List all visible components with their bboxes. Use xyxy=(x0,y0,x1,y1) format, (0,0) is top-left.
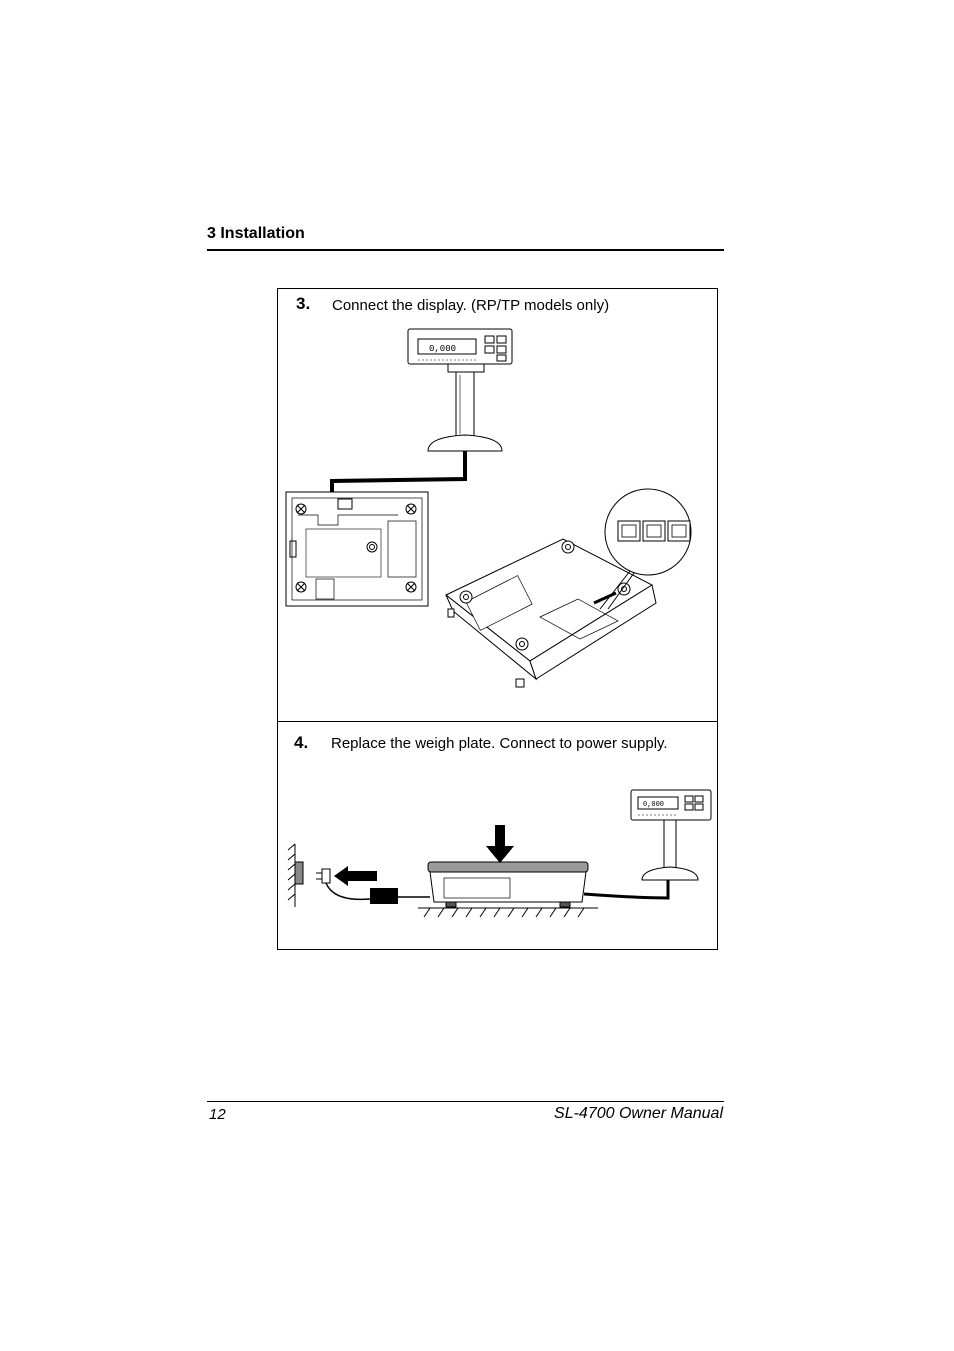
scale-underside-plan xyxy=(285,491,429,607)
wall-outlet xyxy=(287,843,304,907)
connector-ports-callout xyxy=(599,488,692,610)
step-4-panel: 4. Replace the weigh plate. Connect to p… xyxy=(277,721,718,950)
manual-title: SL-4700 Owner Manual xyxy=(554,1105,723,1122)
power-plug xyxy=(316,868,331,884)
power-connection-illustration: 0,000 xyxy=(287,789,712,918)
weighing-scale xyxy=(418,861,598,918)
step-4-instruction: Replace the weigh plate. Connect to powe… xyxy=(331,735,668,752)
footer-divider xyxy=(207,1101,724,1102)
scale-underside-perspective xyxy=(445,538,657,688)
unplug-direction-arrow xyxy=(334,866,377,886)
remote-display-unit: 0,000 xyxy=(407,328,513,452)
power-adapter xyxy=(370,888,398,904)
step-3-instruction: Connect the display. (RP/TP models only) xyxy=(332,297,610,314)
header-divider xyxy=(207,249,724,251)
page-number: 12 xyxy=(209,1106,226,1123)
display-readout: 0,000 xyxy=(643,801,664,809)
remote-display-unit: 0,000 xyxy=(630,789,712,881)
step-3-number: 3. xyxy=(296,294,311,313)
place-plate-arrow xyxy=(486,825,514,863)
step-4-number: 4. xyxy=(294,733,309,752)
display-readout: 0,000 xyxy=(429,344,456,354)
section-header-title: 3 Installation xyxy=(207,225,305,242)
step-3-panel: 3. Connect the display. (RP/TP models on… xyxy=(277,288,718,722)
connect-display-illustration: 0,000 xyxy=(285,328,692,688)
